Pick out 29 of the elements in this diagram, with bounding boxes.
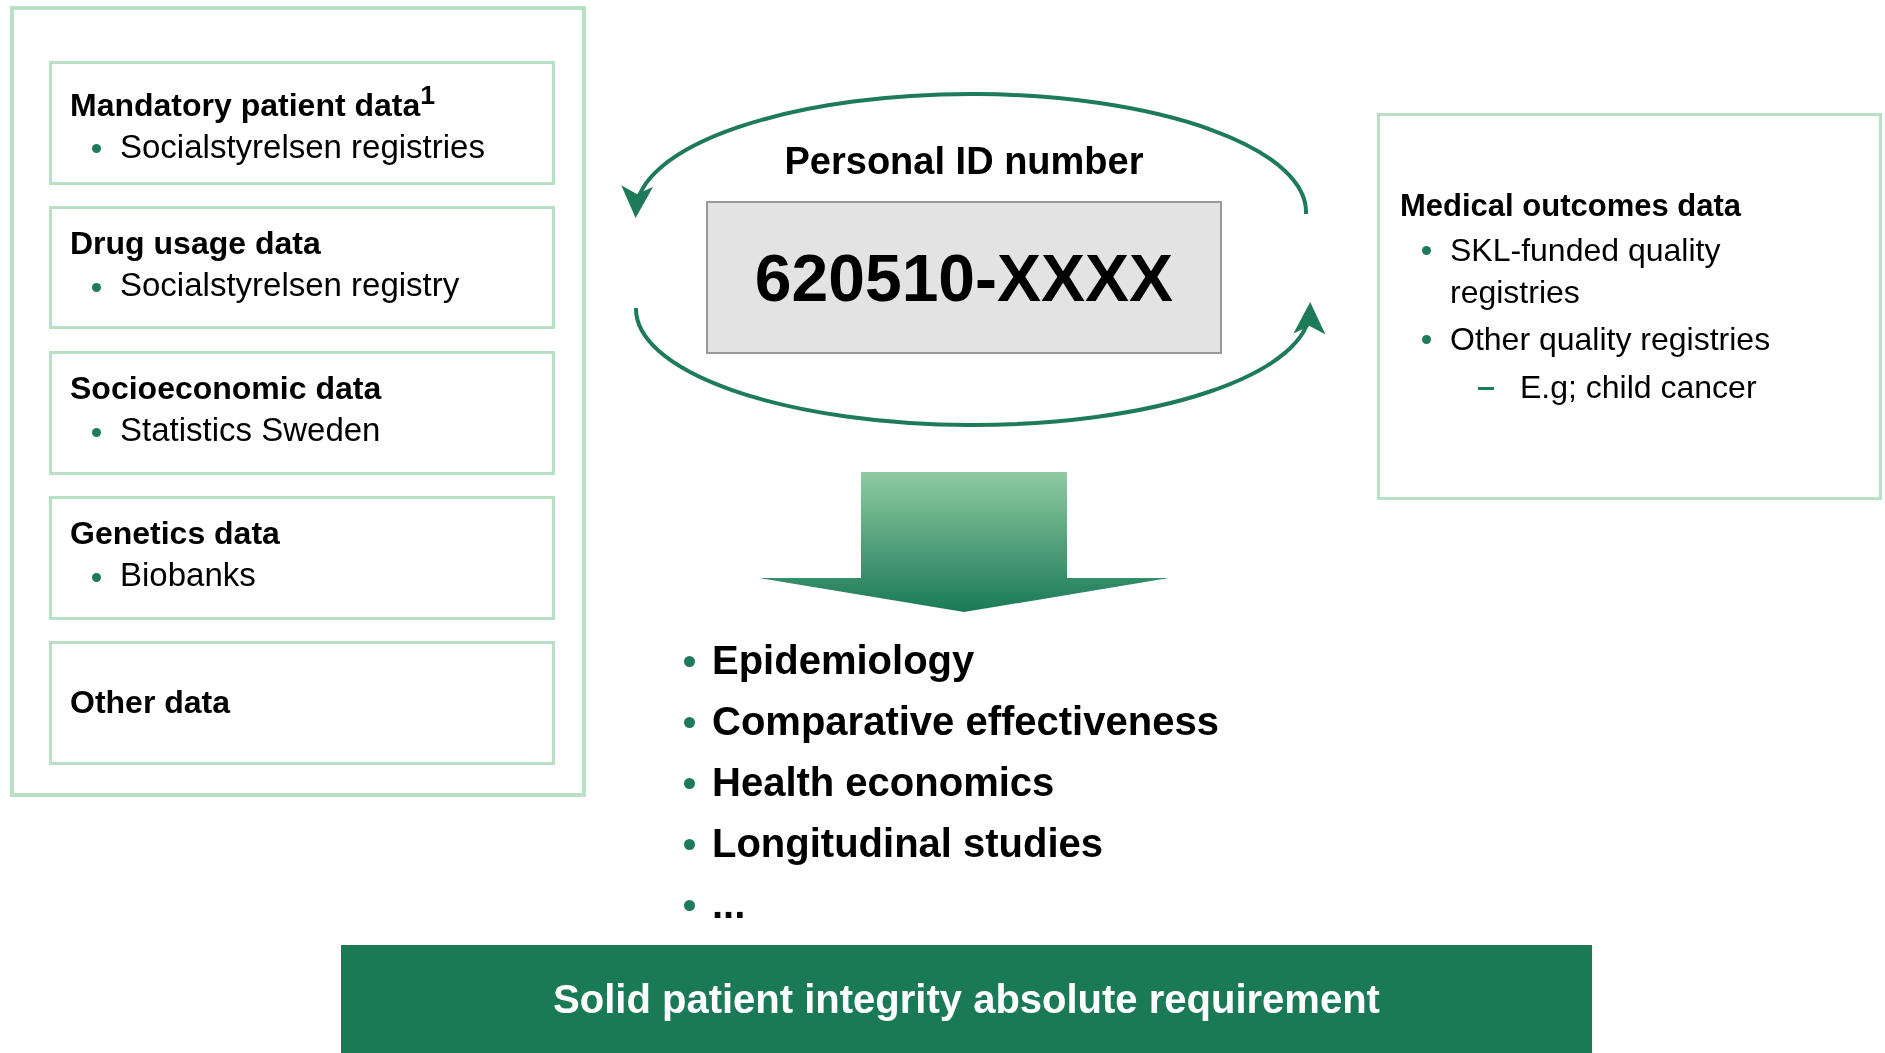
card-heading: Mandatory patient data$^{1}$ (70, 80, 437, 124)
bullet-text: Socialstyrelsen registries (120, 127, 485, 166)
outcome-item: ... (712, 882, 746, 927)
outcome-card (1377, 113, 1882, 500)
outcome-item: Epidemiology (712, 638, 975, 683)
card-heading: Socioeconomic data (70, 370, 383, 407)
data-card (49, 641, 555, 765)
bullet-text: SKL-funded quality registries (1450, 231, 1722, 312)
card-heading: Medical outcomes data (1400, 188, 1743, 224)
data-card (49, 61, 555, 185)
panel-frame (10, 6, 586, 797)
data-card (49, 206, 555, 329)
requirement-banner (341, 945, 1592, 1053)
banner-text: Solid patient integrity absolute requirement (553, 976, 1380, 1022)
bullet-text: Statistics Sweden (120, 411, 381, 449)
bullet-text: Socialstyrelsen registry (120, 266, 460, 304)
id-number: 620510-XXXX (754, 239, 1174, 316)
outcome-item: Health economics (712, 760, 1055, 805)
card-heading: Genetics data (70, 515, 281, 552)
outcome-item: Comparative effectiveness (712, 699, 1219, 744)
down-arrow (759, 472, 1169, 612)
bullet-text: Other quality registries (1450, 320, 1771, 360)
card-heading: Drug usage data (70, 225, 322, 262)
bullet-text: E.g; child cancer (1520, 367, 1757, 407)
data-card (49, 496, 555, 620)
data-card (49, 351, 555, 475)
outcome-item: Longitudinal studies (712, 821, 1104, 866)
bullet-text: Biobanks (120, 556, 256, 594)
card-heading: Other data (70, 684, 232, 721)
